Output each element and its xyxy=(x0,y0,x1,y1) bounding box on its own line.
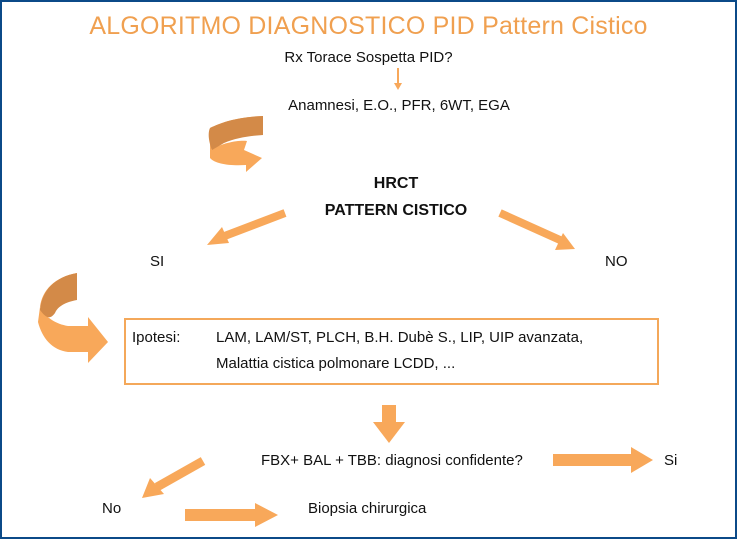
hrct-pattern-label: PATTERN CISTICO xyxy=(324,202,468,219)
arrow-to-no xyxy=(498,209,575,250)
curved-arrow-icon xyxy=(38,273,108,363)
hypotheses-line-2: Malattia cistica polmonare LCDD, ... xyxy=(216,355,456,372)
hypotheses-box: Ipotesi: LAM, LAM/ST, PLCH, B.H. Dubè S.… xyxy=(124,318,659,385)
assessment-node: Anamnesi, E.O., PFR, 6WT, EGA xyxy=(288,97,510,114)
arrow-no-to-biopsy xyxy=(185,503,278,527)
hrct-title: HRCT xyxy=(373,175,419,192)
arrow-hypotheses-to-fbx xyxy=(373,405,405,443)
arrow-fbx-to-yes xyxy=(553,447,653,473)
hypotheses-label: Ipotesi: xyxy=(132,329,181,346)
biopsy-node: Biopsia chirurgica xyxy=(308,500,427,517)
arrow-to-yes xyxy=(207,209,287,245)
fbx-question: FBX+ BAL + TBB: diagnosi confidente? xyxy=(261,452,523,469)
start-node: Rx Torace Sospetta PID? xyxy=(284,49,453,66)
fbx-no-label: No xyxy=(102,500,122,517)
hypotheses-line-1: LAM, LAM/ST, PLCH, B.H. Dubè S., LIP, UI… xyxy=(216,329,584,346)
yes-label: SI xyxy=(150,253,165,270)
fbx-yes-label: Si xyxy=(664,452,678,469)
arrow-start-to-assessment xyxy=(394,68,402,90)
arrow-fbx-to-no xyxy=(142,457,206,498)
diagram-title: ALGORITMO DIAGNOSTICO PID Pattern Cistic… xyxy=(89,12,648,40)
no-label: NO xyxy=(605,253,628,270)
curved-arrow-icon xyxy=(208,116,263,172)
